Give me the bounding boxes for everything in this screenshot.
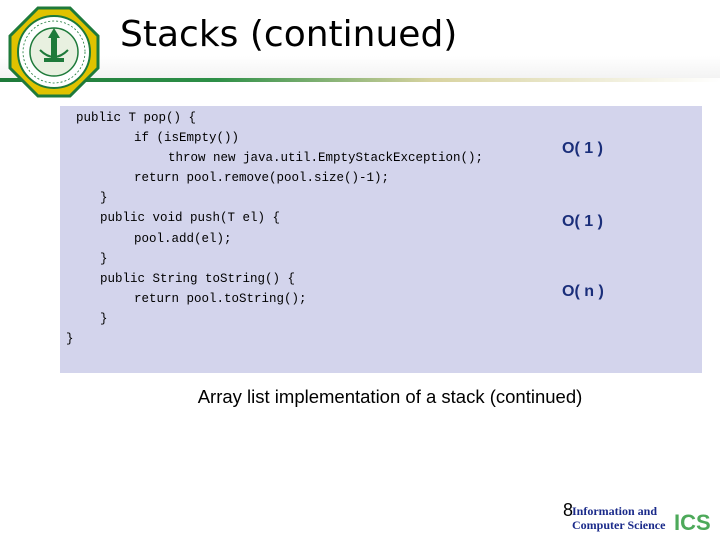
code-line: pool.add(el); xyxy=(134,232,232,246)
code-line: } xyxy=(100,191,108,205)
code-line: public String toString() { xyxy=(100,272,296,286)
complexity-push: O( 1 ) xyxy=(562,213,603,230)
title-bar xyxy=(0,0,720,80)
code-line: public void push(T el) { xyxy=(100,211,281,225)
code-line: throw new java.util.EmptyStackException(… xyxy=(168,151,484,165)
title-underline xyxy=(0,78,720,82)
code-line: if (isEmpty()) xyxy=(134,131,240,145)
complexity-tostring: O( n ) xyxy=(562,283,604,300)
complexity-pop: O( 1 ) xyxy=(562,140,603,157)
code-line: public T pop() { xyxy=(76,111,197,125)
slide-caption: Array list implementation of a stack (co… xyxy=(197,386,583,407)
kfupm-seal-icon xyxy=(8,6,100,98)
slide-title: Stacks (continued) xyxy=(120,14,458,55)
page-number: 8 xyxy=(563,500,574,520)
code-box: public T pop() { if (isEmpty()) throw ne… xyxy=(60,106,702,373)
code-line: } xyxy=(100,252,108,266)
footer-logo-line1: Information and xyxy=(572,504,657,518)
ics-logo-icon: Information and Computer Science ICS xyxy=(572,504,711,535)
footer-logo-line2: Computer Science xyxy=(572,518,666,532)
code-line: return pool.toString(); xyxy=(134,292,307,306)
footer-logo-mark: ICS xyxy=(674,510,711,535)
code-line: } xyxy=(66,332,74,346)
code-line: return pool.remove(pool.size()-1); xyxy=(134,171,390,185)
code-line: } xyxy=(100,312,108,326)
